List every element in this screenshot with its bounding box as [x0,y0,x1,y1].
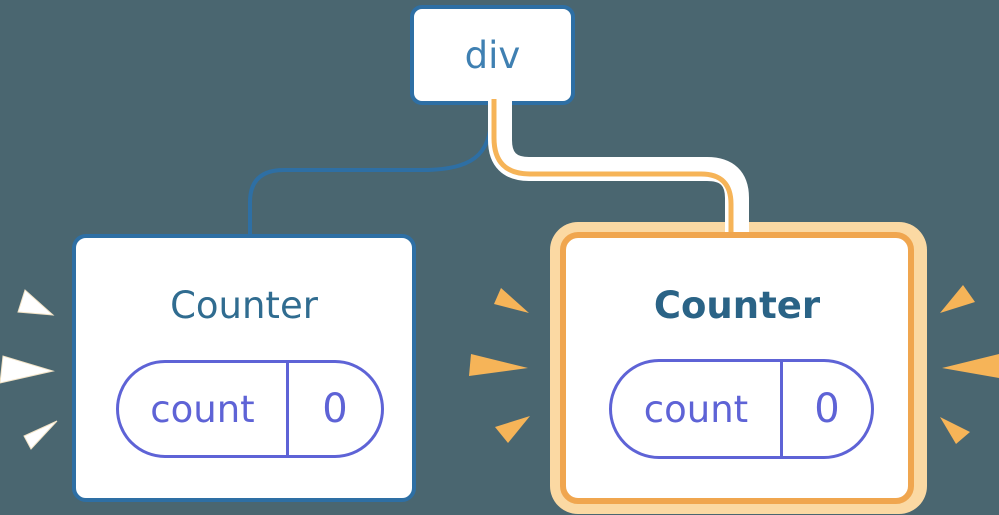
sparkle-mark [23,420,58,450]
root-node: div [410,5,575,105]
counter-node-left: Counter count 0 [72,234,416,502]
right-counter-sparkles [469,285,999,444]
state-value-label: 0 [814,386,840,432]
counter-node-right: Counter count 0 [560,232,914,504]
counter-title: Counter [653,284,821,327]
state-key-label: count [150,387,255,431]
state-value-cell: 0 [289,363,381,455]
left-counter-sparkles [0,289,58,450]
sparkle-mark [494,288,529,313]
state-key-cell: count [612,362,783,456]
state-value-label: 0 [322,386,348,432]
sparkle-mark [942,354,999,378]
sparkle-mark [0,355,55,384]
sparkle-mark [495,416,530,443]
sparkle-mark [940,285,975,313]
state-key-cell: count [119,363,289,455]
root-node-label: div [464,33,521,77]
state-key-label: count [643,387,749,431]
counter-title: Counter [170,284,318,327]
connector-to-right-counter [491,99,734,242]
connector-to-left-counter [248,105,494,238]
state-value-cell: 0 [783,362,871,456]
sparkle-mark [940,417,970,444]
sparkle-mark [469,354,528,376]
state-pill: count 0 [116,360,384,458]
sparkle-mark [17,289,55,316]
connector-to-right-counter-casing [488,99,749,242]
state-pill: count 0 [609,359,874,459]
